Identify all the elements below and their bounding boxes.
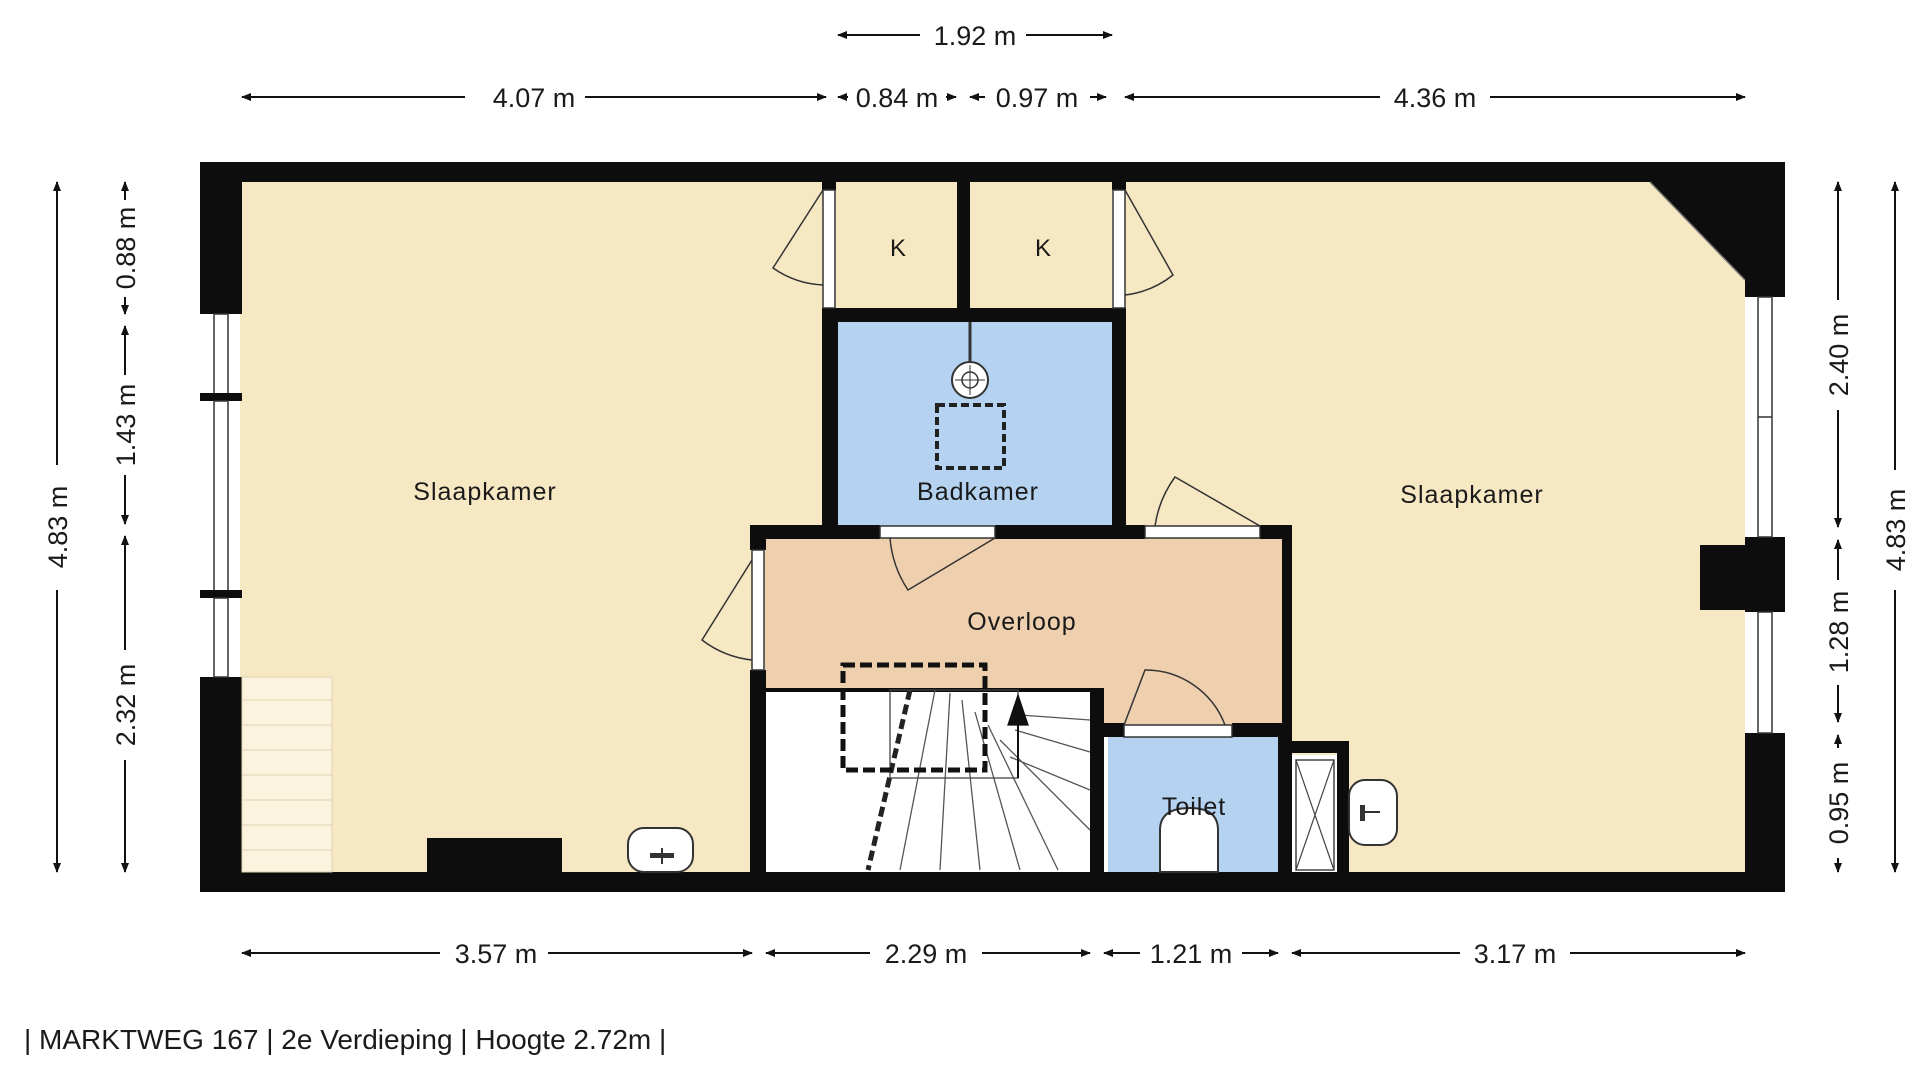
dim-left-2: 1.43 m xyxy=(111,384,141,467)
room-label-toilet: Toilet xyxy=(1162,793,1226,821)
windows xyxy=(200,296,1773,734)
toilet-icon xyxy=(1159,806,1219,873)
plan-footer-caption: | MARKTWEG 167 | 2e Verdieping | Hoogte … xyxy=(24,1024,667,1055)
door-toilet-frame xyxy=(1123,724,1233,738)
dim-left-3: 2.32 m xyxy=(111,664,141,747)
wall-closet-bottom xyxy=(822,308,1126,322)
fixtures xyxy=(627,322,1398,873)
closet-1-floor xyxy=(835,181,957,308)
dimensions-right: 4.83 m 2.40 m 1.28 m 0.95 m xyxy=(1824,181,1911,873)
dimensions-left: 4.83 m 0.88 m 1.43 m 2.32 m xyxy=(43,181,141,873)
dim-left-overall: 4.83 m xyxy=(43,486,73,569)
room-label-closet-1: K xyxy=(890,235,906,262)
door-closet-1-swing xyxy=(771,189,824,286)
wall-right-upper xyxy=(1745,162,1785,297)
dim-top-3: 0.97 m xyxy=(996,83,1079,113)
room-labels: Slaapkamer Slaapkamer Badkamer Overloop … xyxy=(413,235,1543,821)
dim-top-1: 4.07 m xyxy=(493,83,576,113)
mullion-left-1 xyxy=(200,393,242,401)
room-label-closet-2: K xyxy=(1035,235,1051,262)
left-bedroom-steps xyxy=(241,676,333,873)
corner-edge xyxy=(1649,181,1746,281)
shower-icon xyxy=(951,322,989,399)
window-left-2 xyxy=(213,400,229,592)
wall-shaft-right xyxy=(1337,741,1349,881)
room-label-landing: Overloop xyxy=(967,608,1076,636)
dim-right-1: 2.40 m xyxy=(1824,314,1854,397)
wall-bottom xyxy=(200,872,1785,892)
room-label-bedroom-left: Slaapkamer xyxy=(413,478,556,506)
dim-right-overall: 4.83 m xyxy=(1881,489,1911,572)
window-left-1 xyxy=(213,313,229,399)
wall-landing-top-a xyxy=(750,525,880,539)
room-label-bathroom: Badkamer xyxy=(917,478,1039,506)
outer-walls xyxy=(200,162,1785,892)
door-closet-2-frame xyxy=(1112,189,1126,309)
wall-shaft-top xyxy=(1278,741,1348,753)
sink-icon-right xyxy=(1348,779,1398,846)
dimensions-top: 1.92 m 4.07 m 0.84 m 0.97 m 4.36 m xyxy=(241,21,1746,113)
dim-bottom-3: 1.21 m xyxy=(1150,939,1233,969)
chimney-block xyxy=(1700,545,1752,610)
shaft-cross-icon xyxy=(1295,759,1335,871)
shower-drain-outline xyxy=(935,403,1006,470)
wall-closet-left xyxy=(822,182,836,190)
stair-arrow-icon xyxy=(1007,692,1029,726)
mullion-left-2 xyxy=(200,590,242,598)
wall-landing-top-b xyxy=(995,525,1145,539)
wall-left-upper xyxy=(200,162,242,314)
dim-right-3: 0.95 m xyxy=(1824,762,1854,845)
door-right-bedroom-frame xyxy=(1144,525,1261,539)
door-closet-2-swing xyxy=(1124,189,1174,296)
wall-bath-right xyxy=(1112,308,1126,528)
window-left-3 xyxy=(213,597,229,678)
door-left-bedroom-swing xyxy=(701,559,753,661)
dim-bottom-2: 2.29 m xyxy=(885,939,968,969)
wall-landing-left-b xyxy=(750,670,766,880)
wall-stair-right xyxy=(1090,688,1104,878)
wall-bath-left xyxy=(822,308,838,528)
wall-landing-left-a xyxy=(750,525,766,550)
bedroom-left-floor xyxy=(240,181,825,873)
interior-walls xyxy=(427,182,1349,881)
wall-bedroom-left-block xyxy=(427,838,562,876)
wall-left-lower xyxy=(200,677,242,892)
door-toilet-swing xyxy=(1123,669,1226,726)
door-bath-frame xyxy=(879,525,996,539)
doors xyxy=(701,189,1261,738)
door-closet-1-frame xyxy=(822,189,836,309)
wall-closet-divider xyxy=(957,182,970,312)
wall-toilet-top-b xyxy=(1232,723,1292,737)
wall-toilet-right xyxy=(1278,723,1292,878)
window-right-2 xyxy=(1757,611,1773,734)
wall-closet-right xyxy=(1112,182,1126,190)
door-right-bedroom-swing xyxy=(1154,476,1261,527)
door-bath-swing xyxy=(889,537,996,592)
dim-bottom-1: 3.57 m xyxy=(455,939,538,969)
closet-2-floor xyxy=(970,181,1112,308)
dim-right-2: 1.28 m xyxy=(1824,591,1854,674)
wall-landing-right xyxy=(1282,525,1292,735)
stair-dashed-outline xyxy=(840,662,988,773)
bathroom-floor xyxy=(837,322,1112,527)
wall-toilet-top-a xyxy=(1100,723,1124,737)
dim-top-overall: 1.92 m xyxy=(934,21,1017,51)
room-label-bedroom-right: Slaapkamer xyxy=(1400,481,1543,509)
dimensions-bottom: 3.57 m 2.29 m 1.21 m 3.17 m xyxy=(241,939,1746,969)
stairwell-floor xyxy=(765,690,1090,872)
wall-right-lower xyxy=(1745,733,1785,892)
door-left-bedroom-frame xyxy=(751,549,765,671)
stairs xyxy=(765,662,1092,871)
dim-left-1: 0.88 m xyxy=(111,207,141,290)
dim-top-4: 4.36 m xyxy=(1394,83,1477,113)
wall-top xyxy=(200,162,1785,182)
sink-icon-left xyxy=(627,827,694,873)
dim-bottom-4: 3.17 m xyxy=(1474,939,1557,969)
dim-top-2: 0.84 m xyxy=(856,83,939,113)
